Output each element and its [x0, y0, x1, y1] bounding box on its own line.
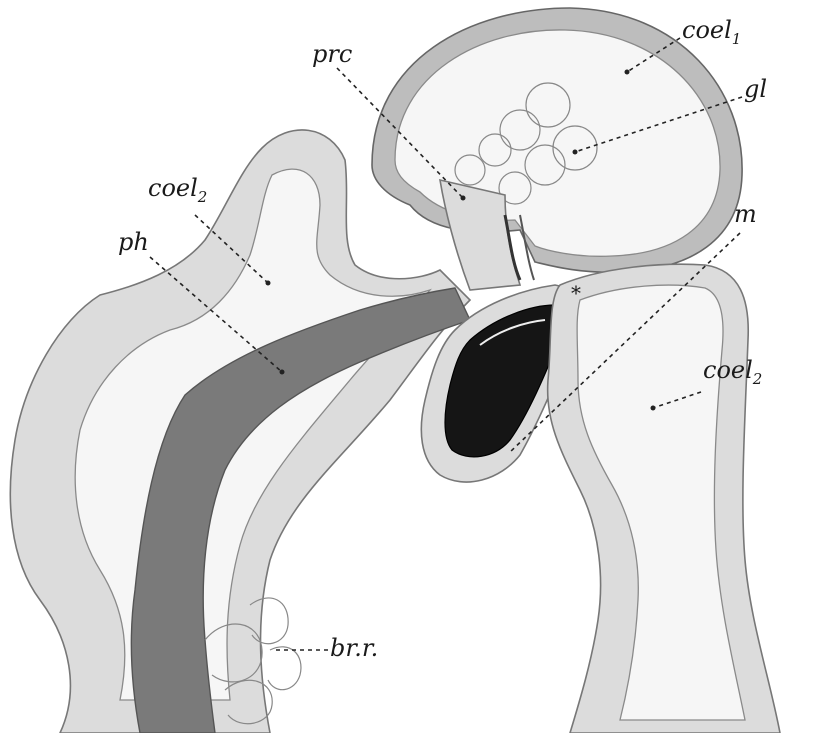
label-coel1: coel1 — [682, 16, 741, 48]
label-m: m — [734, 200, 757, 228]
label-coel2-left: coel2 — [148, 174, 207, 206]
label-coel2-right: coel2 — [703, 356, 762, 388]
asterisk-marker: * — [571, 281, 581, 305]
label-brr: br.r. — [330, 634, 378, 662]
label-gl: gl — [744, 75, 767, 103]
proboscis — [372, 8, 742, 272]
right-body-wall — [548, 264, 780, 733]
label-ph: ph — [118, 228, 149, 256]
label-prc: prc — [312, 40, 352, 68]
